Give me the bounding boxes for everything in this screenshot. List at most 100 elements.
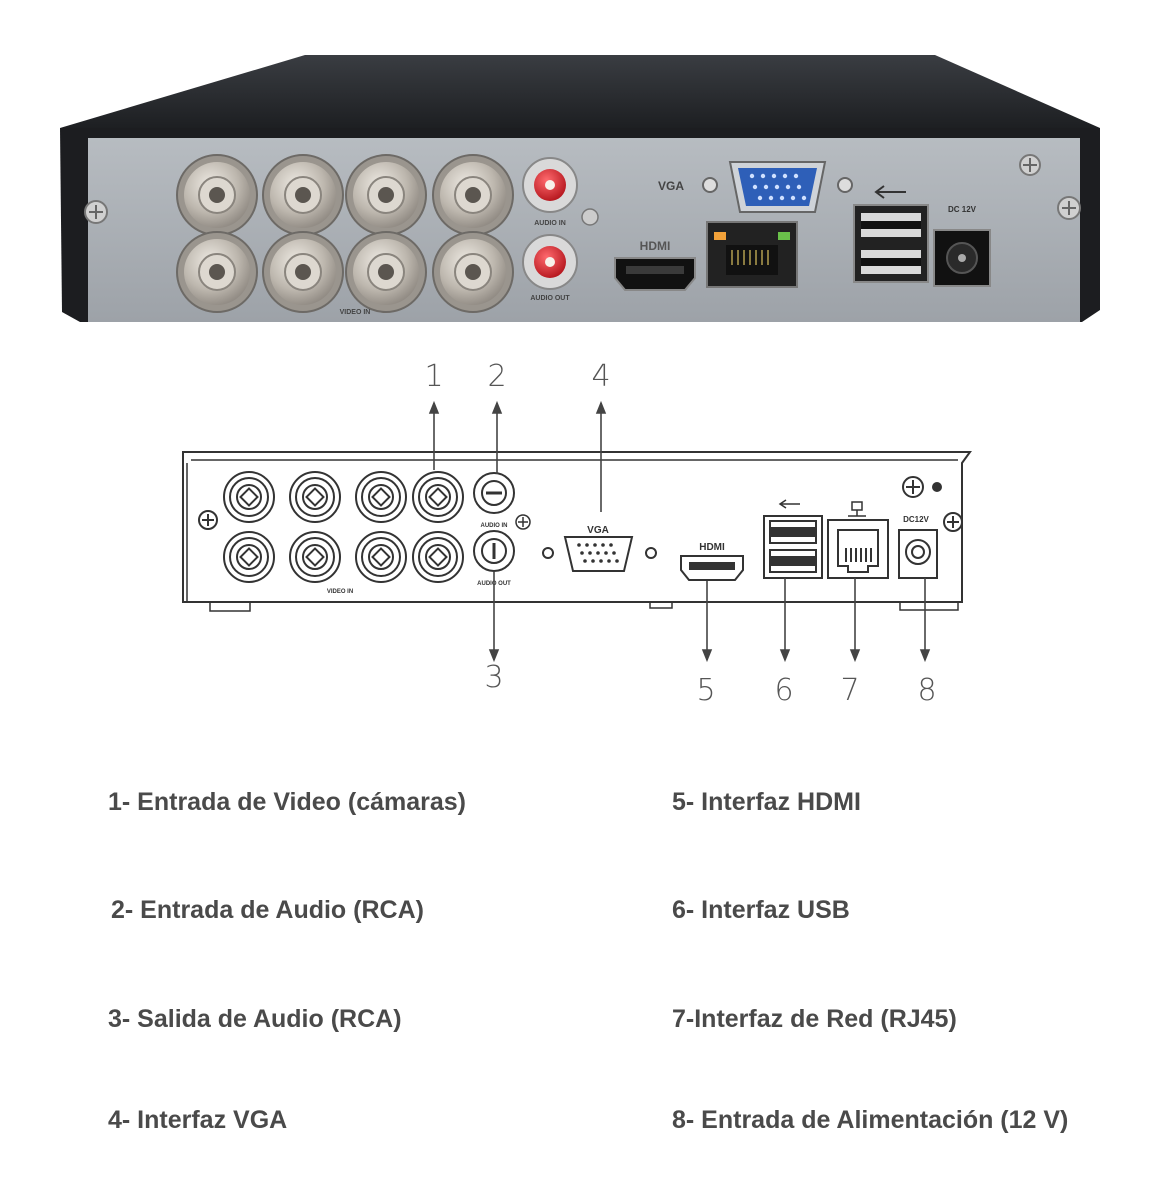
screw-icon: [198, 510, 218, 530]
legend-item-7: 7-Interfaz de Red (RJ45): [672, 1005, 957, 1033]
diagram-vga-pin: [615, 559, 619, 563]
dvr-rear-photo: AUDIO IN AUDIO OUT VIDEO IN VGA HDMI DC …: [60, 55, 1100, 322]
callout-number-7: 7: [840, 673, 860, 708]
callout-number-1: 1: [424, 359, 444, 394]
hdmi-port-photo: [614, 257, 696, 291]
diagram-bnc-connector: [289, 471, 341, 523]
vga-pin: [752, 184, 758, 190]
diagram-rca-audio-out: [473, 530, 515, 572]
diagram-vga-pin: [588, 551, 592, 555]
dc-power-jack-photo: [933, 229, 991, 287]
diagram-bnc-connector: [223, 471, 275, 523]
bnc-connector: [176, 231, 258, 313]
usb-icon: [874, 185, 906, 199]
screw-icon: [943, 512, 963, 532]
callout-number-5: 5: [696, 673, 716, 708]
photo-label-audio-in: AUDIO IN: [534, 220, 566, 227]
legend-item-2: 2- Entrada de Audio (RCA): [111, 896, 424, 924]
callout-arrow: [491, 400, 503, 474]
photo-label-dc12v: DC 12V: [948, 205, 977, 214]
legend-item-1: 1- Entrada de Video (cámaras): [108, 788, 467, 816]
bnc-connector: [432, 231, 514, 313]
diagram-vga-pin: [580, 551, 584, 555]
callout-arrow: [779, 578, 791, 663]
diagram-label-dc12v: DC12V: [903, 515, 929, 524]
diagram-label-hdmi: HDMI: [699, 542, 725, 553]
diagram-bnc-connector: [223, 531, 275, 583]
screw-icon: [515, 514, 531, 530]
callout-arrow: [428, 400, 440, 470]
photo-label-audio-out: AUDIO OUT: [530, 295, 570, 302]
callout-number-3: 3: [484, 660, 504, 695]
legend-item-6: 6- Interfaz USB: [672, 896, 850, 924]
callout-number-4: 4: [591, 359, 611, 394]
screw-icon: [84, 200, 108, 224]
legend-item-5: 5- Interfaz HDMI: [672, 788, 861, 816]
diagram-bnc-connector: [355, 471, 407, 523]
usb-ports-photo: [853, 204, 929, 283]
ground-screw-icon: [1019, 154, 1041, 176]
vga-pin: [771, 173, 777, 179]
vga-pin: [779, 195, 785, 201]
diagram-vga-pin: [596, 551, 600, 555]
photo-label-vga: VGA: [658, 179, 684, 193]
photo-label-hdmi: HDMI: [640, 239, 671, 253]
vga-pin: [782, 173, 788, 179]
diagram-vga-pin: [577, 543, 581, 547]
vga-pin: [760, 173, 766, 179]
vga-pin: [801, 195, 807, 201]
screw-icon: [581, 208, 599, 226]
callout-arrow: [849, 578, 861, 663]
rca-audio-in: [522, 157, 578, 213]
vga-port-photo: [728, 161, 827, 213]
vga-pin: [796, 184, 802, 190]
diagram-vga-pin: [599, 559, 603, 563]
bnc-connector: [432, 154, 514, 236]
vga-pin: [793, 173, 799, 179]
rj45-port-photo: [706, 221, 798, 288]
diagram-bnc-connector: [412, 531, 464, 583]
diagram-hdmi-port: [680, 555, 744, 581]
diagram-bnc-connector: [355, 531, 407, 583]
diagram-vga-pin: [609, 543, 613, 547]
photo-label-video-in: VIDEO IN: [340, 309, 371, 316]
chassis-top: [60, 55, 1100, 128]
callout-arrow: [919, 578, 931, 663]
screw-icon: [1057, 196, 1081, 220]
vga-pin: [749, 173, 755, 179]
callout-arrows: [428, 400, 931, 663]
rca-audio-out: [522, 234, 578, 290]
callout-number-2: 2: [487, 359, 507, 394]
vga-pin: [785, 184, 791, 190]
bnc-connector: [176, 154, 258, 236]
bnc-connector: [345, 231, 427, 313]
callout-arrow: [488, 572, 500, 663]
legend-item-8: 8- Entrada de Alimentación (12 V): [672, 1106, 1069, 1134]
diagram-vga-pin: [593, 543, 597, 547]
diagram-vga-pin: [607, 559, 611, 563]
diagram-bnc-connector: [412, 471, 464, 523]
bnc-connector: [345, 154, 427, 236]
diagram-usb-icon: [778, 499, 800, 509]
port-diagram: VIDEO IN AUDIO IN AUDIO OUT VGA HDMI DC1: [182, 400, 972, 663]
callout-arrow: [595, 400, 607, 512]
diagram-rj45-port: [827, 519, 889, 579]
diagram-dc-jack: [898, 529, 938, 579]
diagram-vga-pin: [585, 543, 589, 547]
ground-icon: [902, 476, 942, 498]
vga-pin: [790, 195, 796, 201]
diagram-label-audio-in: AUDIO IN: [481, 523, 508, 529]
vga-pin: [774, 184, 780, 190]
diagram-rca-audio-in: [473, 472, 515, 514]
diagram-label-vga: VGA: [587, 525, 609, 536]
vga-pin: [757, 195, 763, 201]
diagram-usb-ports: [763, 515, 823, 579]
diagram-label-video-in: VIDEO IN: [327, 589, 353, 595]
legend-item-3: 3- Salida de Audio (RCA): [108, 1005, 402, 1033]
bnc-connector: [262, 231, 344, 313]
diagram-bnc-connector: [289, 531, 341, 583]
diagram-vga-pin: [612, 551, 616, 555]
callout-number-8: 8: [917, 673, 937, 708]
legend-item-4: 4- Interfaz VGA: [108, 1106, 288, 1134]
diagram-vga-pin: [583, 559, 587, 563]
